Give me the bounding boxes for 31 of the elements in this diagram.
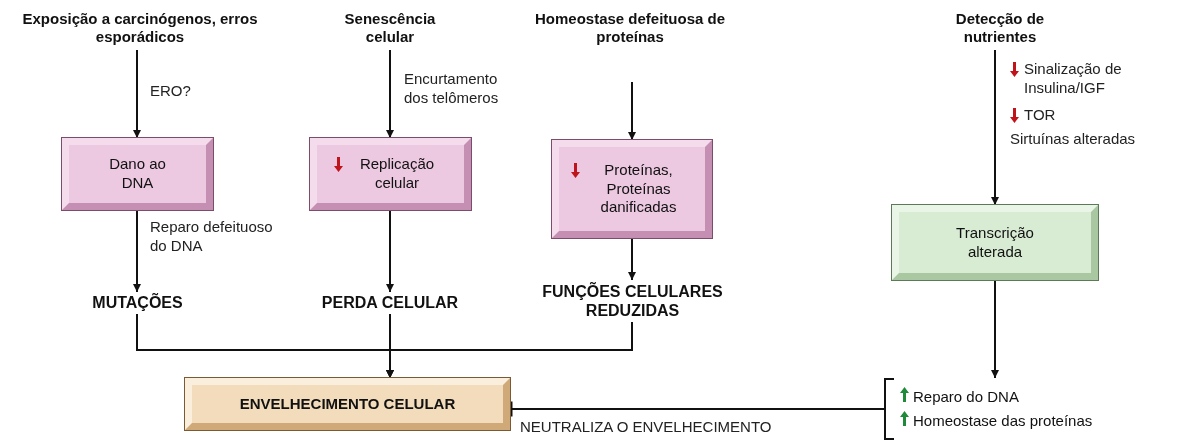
heading-text: Senescência celular [343, 10, 437, 46]
heading-text: MUTAÇÕES [92, 293, 183, 313]
process-box [310, 138, 471, 210]
item-text: Homeostase das proteínas [913, 411, 1093, 431]
arrow [133, 209, 141, 293]
arrow [386, 49, 394, 139]
heading-text: FUNÇÕES CELULARES REDUZIDAS [541, 281, 724, 321]
arrow [628, 237, 636, 281]
box-text: ENVELHECIMENTO CELULAR [239, 394, 456, 414]
heading-text: Detecção de nutrientes [954, 10, 1046, 46]
box-text: Dano ao DNA [108, 155, 167, 193]
note-text: Sinalização de Insulina/IGF [1024, 60, 1123, 98]
heading-text: Exposição a carcinógenos, erros esporádicos [21, 10, 259, 46]
note-text: Sirtuínas alteradas [1010, 130, 1136, 149]
box-text: Proteínas, Proteínas danificadas [599, 160, 678, 218]
arrow [386, 209, 394, 293]
heading-text: PERDA CELULAR [321, 293, 459, 313]
arrow [628, 81, 636, 141]
note-text: TOR [1024, 106, 1057, 125]
heading-text: Homeostase defeituosa de proteínas [533, 10, 727, 46]
process-box [892, 205, 1098, 280]
arrow [133, 49, 141, 139]
item-text: Reparo do DNA [913, 387, 1019, 407]
arrow [386, 321, 633, 379]
process-box [62, 138, 213, 210]
arrow [991, 279, 999, 379]
arrow [991, 49, 999, 206]
result-box [185, 378, 510, 430]
process-box [552, 140, 712, 238]
box-text: Replicação celular [358, 155, 436, 193]
box-text: Transcrição alterada [955, 223, 1035, 262]
